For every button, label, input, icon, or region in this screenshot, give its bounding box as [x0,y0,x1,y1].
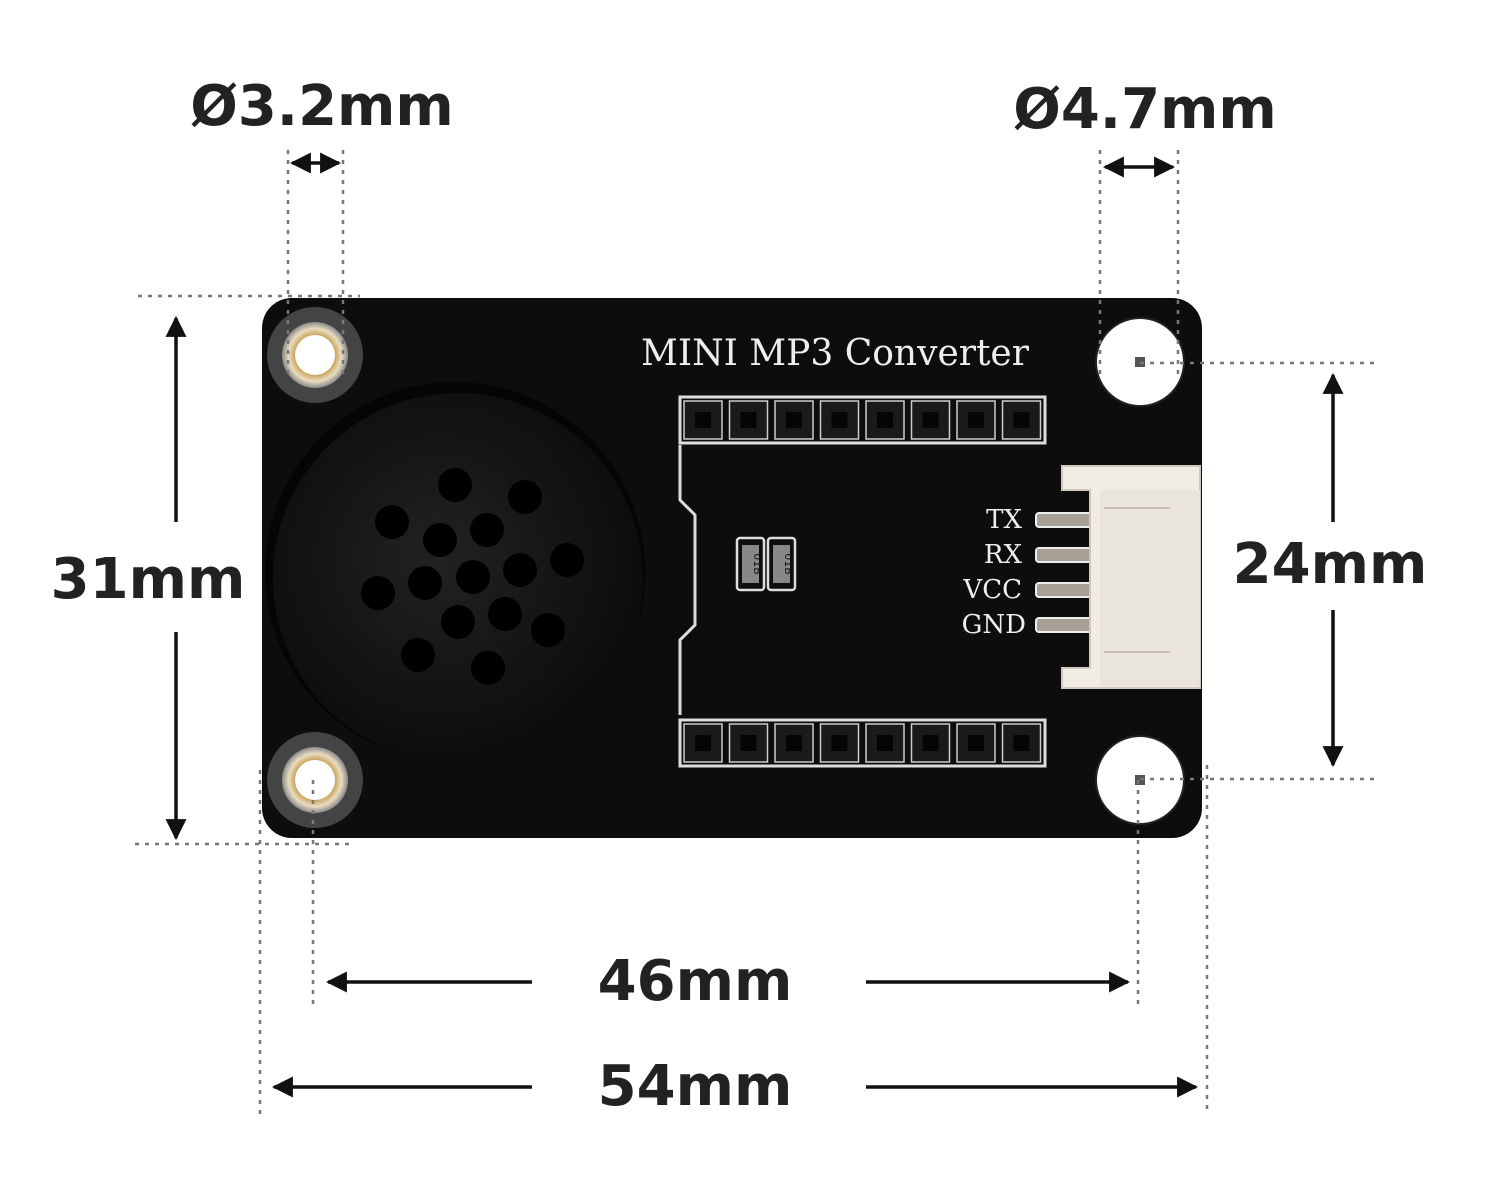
svg-text:01B: 01B [782,553,795,575]
speaker-grille-hole [503,553,537,587]
pcb-board: MINI MP3 Converter 01B 01B TX RX VCC GND [262,298,1202,838]
header-pin [819,723,860,763]
dimension-height: 31mm [51,547,246,612]
resistor-r1: 01B [735,536,766,592]
jst-connector [1035,465,1201,689]
resistor-r2: 01B [766,536,797,592]
pin-labels: TX RX VCC GND [962,505,1026,640]
speaker-grille-hole [456,560,490,594]
speaker-grille-hole [408,566,442,600]
svg-text:01B: 01B [751,553,764,575]
dimension-hole-spacing-horizontal: 46mm [598,949,793,1014]
speaker-grille-hole [361,576,395,610]
pin-label-tx: TX [986,505,1022,535]
speaker-grille-hole [438,468,472,502]
connector-pin [1035,582,1093,598]
speaker-grille-hole [508,480,542,514]
connector-pin [1035,547,1093,563]
speaker [265,382,645,763]
speaker-grille-hole [470,513,504,547]
pin-header-top [678,395,1047,445]
board-title: MINI MP3 Converter [641,333,1030,374]
dimension-hole-small: Ø3.2mm [190,74,454,139]
speaker-grille-hole [423,523,457,557]
dimension-hole-large: Ø4.7mm [1013,77,1277,142]
connector-pin [1035,512,1093,528]
dimension-arrows [165,152,1344,1098]
speaker-grille-hole [550,543,584,577]
dimension-hole-spacing-vertical: 24mm [1233,532,1428,597]
connector-pin [1035,617,1093,633]
extension-lines [135,150,1380,1115]
pin-label-vcc: VCC [962,575,1022,605]
speaker-grille-hole [401,638,435,672]
speaker-grille-hole [488,597,522,631]
pin-label-gnd: GND [962,610,1026,640]
speaker-grille-hole [531,613,565,647]
speaker-grille-hole [471,651,505,685]
speaker-grille-hole [375,505,409,539]
dimension-width: 54mm [598,1054,793,1119]
pin-header-bottom [678,718,1047,768]
speaker-grille-hole [441,605,475,639]
pin-label-rx: RX [984,540,1023,570]
header-pin [683,723,723,763]
